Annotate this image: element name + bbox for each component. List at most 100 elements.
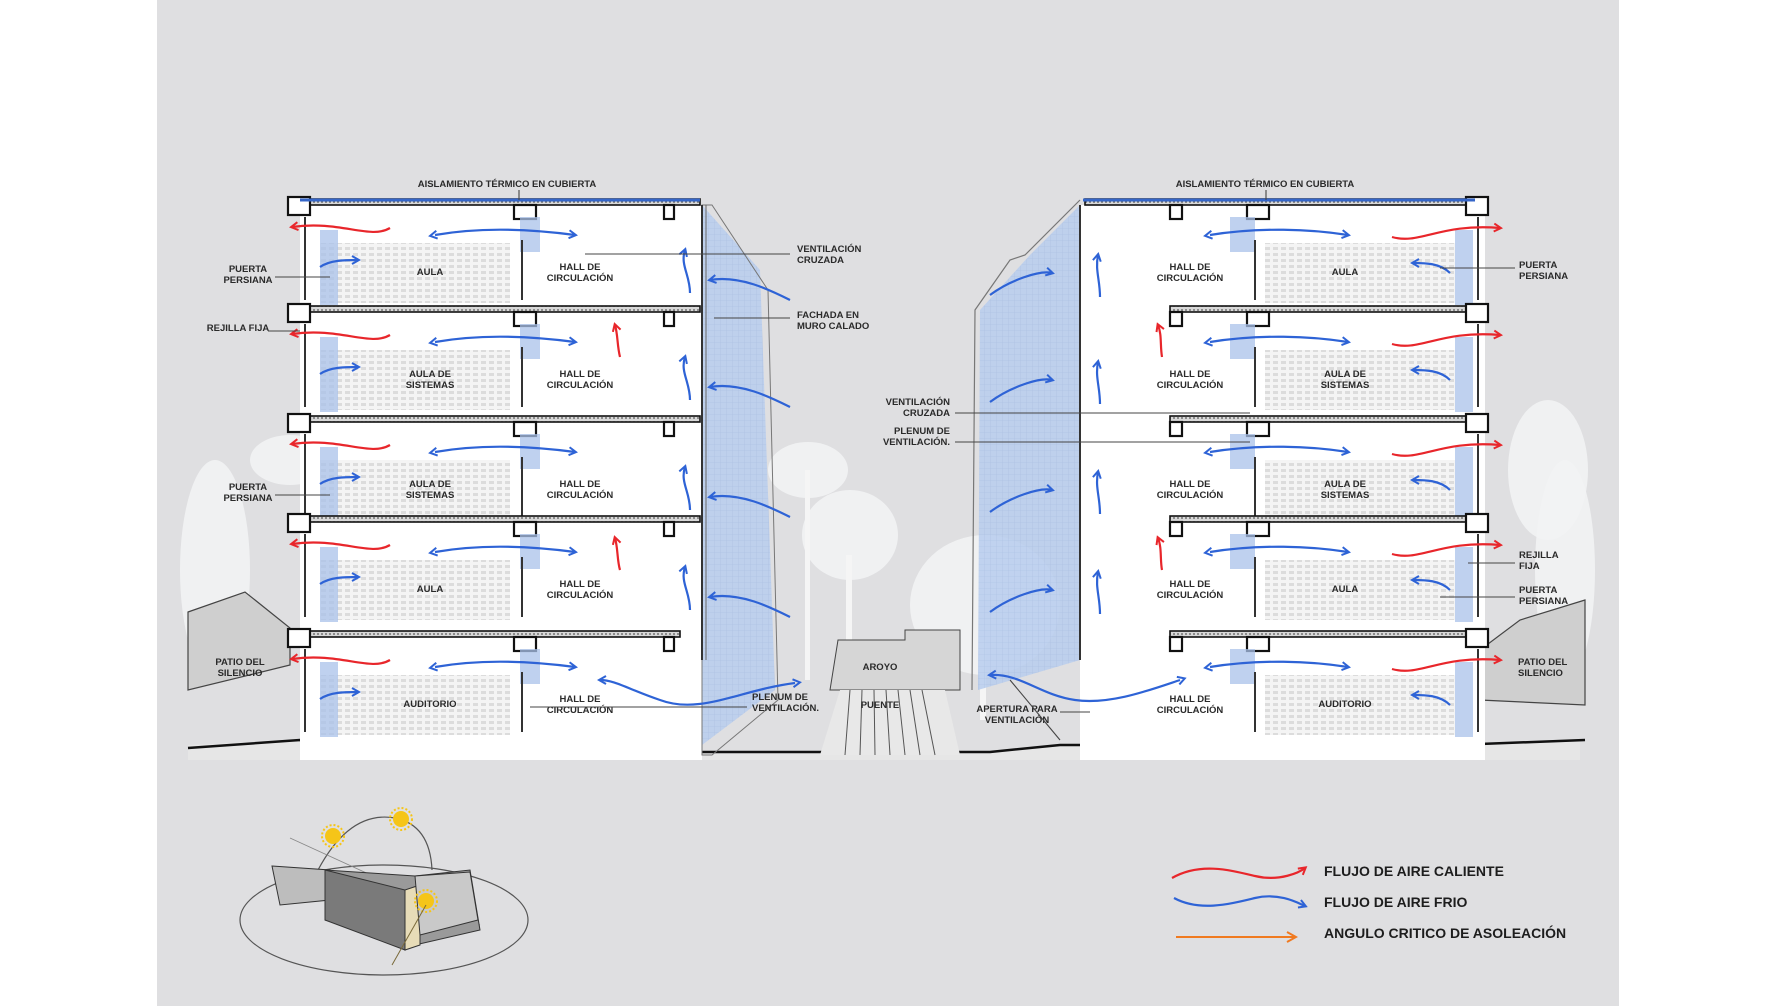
aroyo-label: AROYO: [863, 662, 898, 673]
cold-air-arrow: [435, 228, 575, 235]
cold-air-arrow: [1210, 335, 1348, 342]
hot-air-arrow: [292, 542, 391, 550]
cold-air-arrow: [710, 279, 791, 301]
legend: FLUJO DE AIRE CALIENTE FLUJO DE AIRE FRI…: [1171, 863, 1566, 941]
beam: [662, 520, 676, 538]
sun-icon: [414, 889, 438, 913]
window-glass: [1455, 337, 1473, 412]
beam: [512, 520, 538, 538]
cold-air-arrow: [1097, 255, 1100, 298]
cold-air-arrow: [989, 589, 1052, 613]
hot-air-arrow: [615, 325, 620, 358]
cold-air-arrow: [989, 379, 1052, 403]
cold-air-arrow: [435, 660, 575, 667]
beam: [1464, 302, 1490, 324]
cold-air-arrow: [989, 272, 1052, 296]
floor-slab: [1169, 415, 1481, 423]
window-glass: [320, 230, 338, 305]
legend-cold-label: FLUJO DE AIRE FRIO: [1324, 894, 1467, 910]
beam: [1245, 520, 1271, 538]
beam: [1168, 310, 1184, 328]
patio-right: [1479, 599, 1586, 706]
window-glass: [1455, 447, 1473, 522]
window-glass: [1230, 434, 1255, 469]
cold-air-arrow: [1210, 445, 1348, 452]
cold-air-arrow: [1413, 370, 1451, 381]
floor-slab: [289, 305, 701, 313]
beam: [1245, 635, 1271, 653]
cold-air-arrow: [1413, 263, 1451, 274]
cold-air-arrow: [1097, 472, 1100, 515]
beam: [1464, 412, 1490, 434]
hot-air-arrow: [292, 225, 391, 233]
hot-air-arrow: [1391, 227, 1500, 240]
hot-air-arrow: [292, 442, 391, 450]
beam: [1245, 310, 1271, 328]
cold-air-arrow: [319, 692, 358, 700]
beam: [1245, 203, 1271, 221]
room-label: AUDITORIO: [1318, 699, 1371, 710]
hot-air-arrow: [1158, 538, 1162, 571]
cold-air-arrow: [684, 357, 692, 401]
legend-cold-arrow: [1173, 895, 1305, 906]
cold-air-arrow: [710, 496, 791, 518]
cold-air-arrow: [684, 467, 692, 511]
hot-air-arrow: [615, 538, 620, 571]
hot-air-arrow: [1391, 544, 1500, 557]
cold-air-arrow: [1097, 362, 1100, 405]
beam: [1168, 420, 1184, 438]
beam: [662, 420, 676, 438]
beam: [662, 310, 676, 328]
classroom-seating: [320, 560, 510, 620]
window-glass: [320, 662, 338, 737]
sun-icon: [321, 824, 345, 848]
roof-insulation-label: AISLAMIENTO TÉRMICO EN CUBIERTA: [418, 179, 597, 190]
beam: [286, 627, 312, 649]
room-label: AULA: [417, 584, 444, 595]
bridge-stream: [820, 629, 961, 756]
cold-air-arrow: [1413, 580, 1451, 591]
cold-air-arrow: [990, 675, 1180, 702]
hot-air-arrow: [1391, 659, 1500, 672]
cold-air-arrow: [989, 489, 1052, 513]
room-label: AUDITORIO: [403, 699, 456, 710]
beam: [1168, 520, 1184, 538]
floor-slab: [1169, 305, 1481, 313]
classroom-seating: [320, 243, 510, 303]
classroom-seating: [320, 460, 510, 520]
beam: [662, 203, 676, 221]
beam: [1168, 635, 1184, 653]
hot-air-arrow: [292, 657, 391, 665]
cold-air-arrow: [319, 367, 358, 375]
floor-slab: [1169, 515, 1481, 523]
cold-air-arrow: [710, 596, 791, 618]
puente-label: PUENTE: [861, 700, 900, 711]
hot-air-arrow: [1391, 444, 1500, 457]
beam: [286, 412, 312, 434]
roof-insulation-label: AISLAMIENTO TÉRMICO EN CUBIERTA: [1176, 179, 1355, 190]
callout-rejilla-fija: REJILLA FIJA: [207, 323, 270, 334]
hot-air-arrow: [1391, 334, 1500, 347]
cold-air-arrow: [684, 567, 692, 611]
leader-line: [1009, 679, 1061, 741]
window-glass: [1230, 324, 1255, 359]
beam: [1464, 512, 1490, 534]
floor-slab: [289, 630, 681, 638]
